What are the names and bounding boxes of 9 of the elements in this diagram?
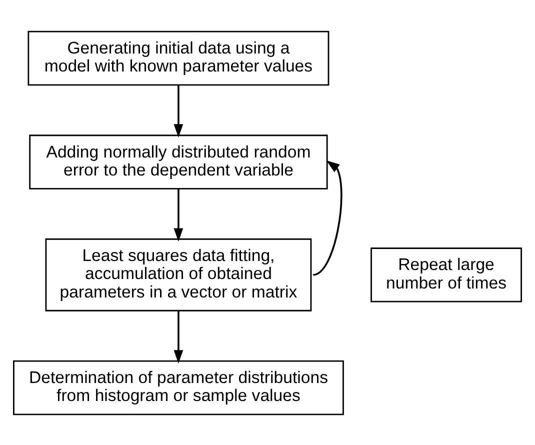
arrow	[174, 310, 184, 364]
node-box: Adding normally distributed random error to the dependent variable	[29, 134, 328, 189]
node-box: Least squares data fitting, accumulation of obtained parameters in a vector or matrix	[45, 238, 312, 311]
node-box: Repeat large number of times	[370, 247, 522, 302]
arrow	[174, 84, 184, 138]
arrow	[174, 188, 184, 242]
node-box: Determination of parameter distributions from histogram or sample values	[13, 360, 344, 415]
node-box: Generating initial data using a model with known parameter values	[28, 30, 330, 86]
arrow	[312, 160, 342, 276]
